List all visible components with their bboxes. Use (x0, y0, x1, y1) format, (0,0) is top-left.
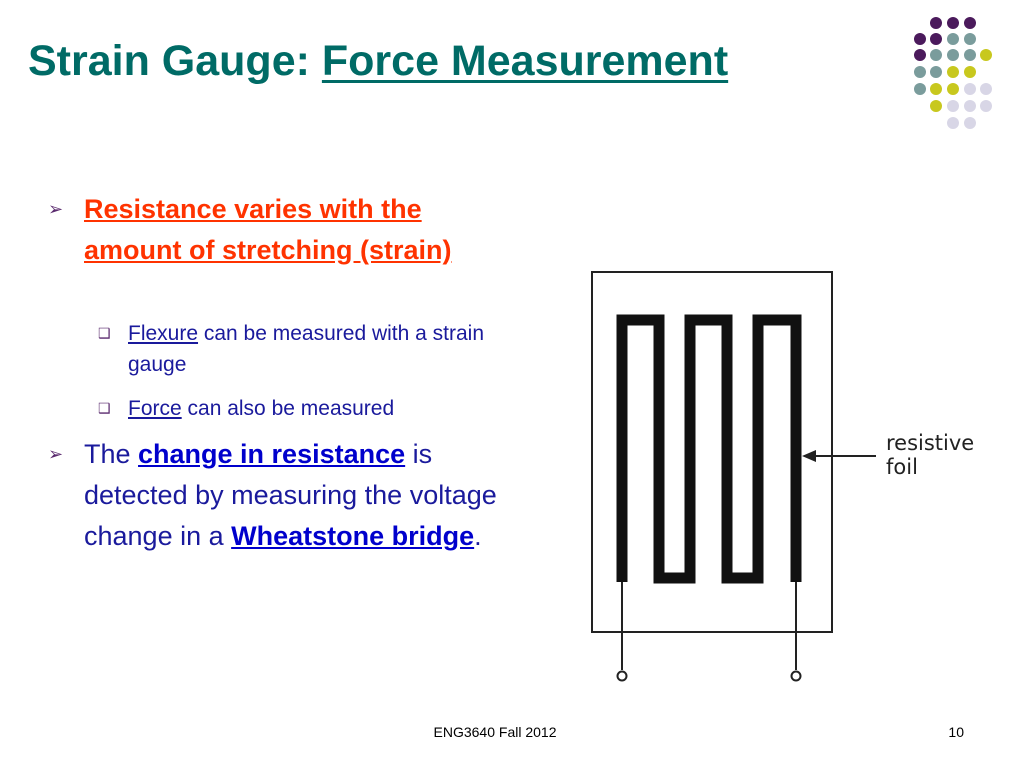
slide-title: Strain Gauge: Force Measurement (28, 36, 728, 88)
arrow-bullet-icon: ➢ (48, 199, 64, 219)
bullet-resistance-text[interactable]: Resistance varies with the amount of str… (84, 194, 452, 265)
bullet-change: ➢ The change in resistance is detected b… (48, 434, 518, 557)
change-in-resistance-link[interactable]: change in resistance (138, 439, 406, 469)
label-arrow-head (802, 450, 816, 462)
title-plain: Strain Gauge: (28, 37, 322, 85)
flexure-rest: can be measured with a strain gauge (128, 322, 485, 376)
change-end: . (474, 521, 482, 551)
dot-grid-group (914, 17, 992, 129)
terminal-right (790, 670, 802, 682)
terminal-left (616, 670, 628, 682)
subbullet-flexure: ❑ Flexure can be measured with a strain … (98, 318, 548, 380)
footer-course: ENG3640 Fall 2012 (433, 724, 557, 740)
bullet-resistance: ➢ Resistance varies with the amount of s… (48, 189, 518, 271)
box-bullet-icon: ❑ (98, 325, 111, 341)
force-link[interactable]: Force (128, 397, 182, 420)
change-pre: The (84, 439, 139, 469)
subbullet-force: ❑ Force can also be measured (98, 393, 548, 424)
label-resistive: resistive (886, 431, 974, 455)
bullet-change-text: The change in resistance is detected by … (84, 434, 518, 557)
subbullet-flexure-text: Flexure can be measured with a strain ga… (128, 318, 548, 380)
change-mid: is detected by measuring the voltage cha… (84, 439, 497, 551)
subbullet-force-text: Force can also be measured (128, 393, 548, 424)
box-bullet-icon: ❑ (98, 400, 111, 416)
flexure-link[interactable]: Flexure (128, 322, 199, 345)
resistive-foil-path (616, 314, 802, 584)
arrow-bullet-icon: ➢ (48, 444, 64, 464)
wheatstone-bridge-link[interactable]: Wheatstone bridge (231, 521, 475, 551)
force-rest: can also be measured (181, 397, 395, 420)
footer-page-number: 10 (948, 724, 964, 740)
strain-gauge-diagram: resistive foil (591, 271, 974, 682)
label-foil: foil (886, 455, 918, 479)
title-link[interactable]: Force Measurement (321, 37, 729, 85)
